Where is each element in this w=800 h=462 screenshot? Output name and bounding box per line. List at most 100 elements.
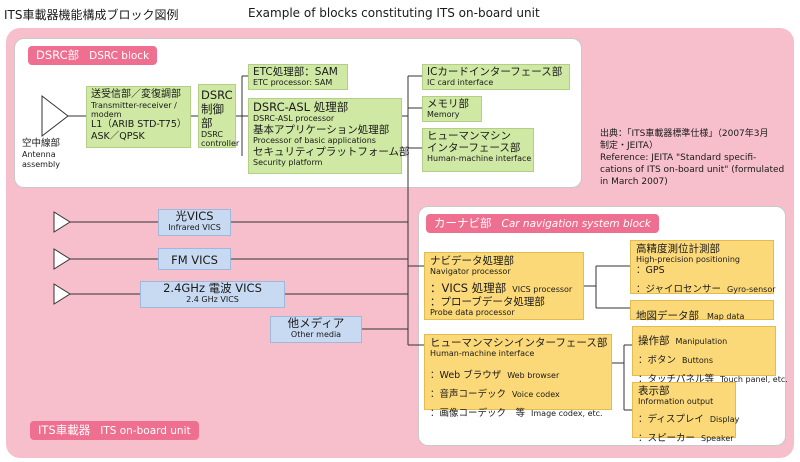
highprec-ja: 高精度測位計測部 [636, 243, 720, 255]
ic-en: IC card interface [427, 78, 494, 87]
high-precision-positioning-box: 高精度測位計測部 High-precision positioning ：GPS… [630, 240, 776, 295]
infrared-vics-ja: 光VICS [175, 209, 214, 223]
source-note-line-4: cations of ITS on-board unit" (formulate… [600, 165, 785, 175]
source-note-line-3: Reference: JEITA "Standard specifi- [600, 153, 757, 163]
etc-en: ETC processor: SAM [253, 78, 333, 87]
gyro-en: Gyro-sensor [727, 285, 776, 294]
nav-hmi-en: Human-machine interface [430, 349, 535, 358]
nav-tag-en: Car navigation system block [501, 218, 651, 230]
other-media-ja: 他メディア [287, 316, 345, 330]
source-note-line-1: 出典：「ITS車載器標準仕様」（2007年3月 [600, 129, 769, 139]
infrared-vics-antenna-icon [53, 211, 158, 233]
web-en: Web browser [507, 371, 560, 380]
dsrc-controller-box: DSRC 制御部 DSRC controller [198, 84, 240, 148]
asl-ja: DSRC-ASL 処理部 [253, 100, 349, 114]
fm-vics-label: FM VICS [171, 253, 218, 267]
disp-ja: 表示部 [638, 385, 670, 397]
controller-ja: DSRC 制御部 [201, 88, 233, 130]
probe-ja: ：プローブデータ処理部 [430, 296, 545, 308]
basic-app-en: Processor of basic applications [253, 136, 376, 145]
fm-vics-antenna-icon [53, 248, 158, 270]
ghz-vics-ja: 2.4GHz 電波 VICS [163, 281, 262, 295]
memory-box: メモリ部 Memory [422, 96, 482, 122]
modulation: ASK／QPSK [91, 131, 145, 142]
other-media-box: 他メディア Other media [270, 316, 362, 343]
dsrc-antenna-icon [41, 94, 86, 138]
dsrc-tag-en: DSRC block [89, 50, 150, 62]
controller-en: DSRC controller [201, 130, 240, 148]
etc-ja: ETC処理部：SAM [253, 66, 338, 78]
transmitter-ja: 送受信部／変復調部 [91, 89, 181, 100]
disp-en: Information output [638, 397, 714, 406]
antenna-label: 空中線部 Antenna assembly [22, 138, 76, 170]
other-media-en: Other media [290, 330, 342, 339]
transmitter-receiver-box: 送受信部／変復調部 Transmitter-receiver / modem L… [86, 86, 191, 148]
car-navigation-block-tag: カーナビ部 Car navigation system block [426, 214, 659, 233]
transmitter-en: Transmitter-receiver / modem [91, 101, 177, 119]
manipulation-box: 操作部 Manipulation ：ボタン Buttons ：タッチパネル等 Touc… [632, 326, 788, 385]
memory-ja: メモリ部 [427, 98, 469, 110]
highprec-en: High-precision positioning [636, 255, 740, 264]
navigator-processor-box: ナビデータ処理部 Navigator processor ：VICS 処理部 VI… [424, 252, 584, 320]
its-tag-en: ITS on-board unit [100, 425, 191, 437]
display-en: Display [709, 415, 740, 424]
ic-card-interface-box: ICカードインターフェース部 IC card interface [422, 64, 570, 90]
l1-standard: L1（ARIB STD-T75） [91, 119, 187, 130]
title-en: Example of blocks constituting ITS on-bo… [248, 6, 540, 20]
asl-en: DSRC-ASL processor [253, 114, 335, 123]
ghz-vics-en: 2.4 GHz VICS [186, 295, 239, 304]
basic-app-ja: 基本アプリケーション処理部 [253, 124, 390, 136]
fm-vics-box: FM VICS [158, 248, 231, 270]
speaker-ja: ：スピーカー [638, 433, 696, 444]
ghz-vics-antenna-icon [53, 283, 140, 305]
ghz-vics-box: 2.4GHz 電波 VICS 2.4 GHz VICS [140, 281, 285, 308]
dsrc-hmi-ja-1: ヒューマンマシン [427, 130, 511, 142]
ic-ja: ICカードインターフェース部 [427, 66, 563, 78]
infrared-vics-en: Infrared VICS [168, 223, 221, 232]
display-ja: ：ディスプレイ [638, 414, 704, 425]
vicsproc-en: VICS processor [512, 285, 573, 294]
touch-ja: ：タッチパネル等 [638, 374, 715, 385]
dsrc-asl-box: DSRC-ASL 処理部 DSRC-ASL processor 基本アプリケーシ… [248, 98, 410, 174]
nav-hmi-box: ヒューマンマシンインターフェース部 Human-machine interfac… [424, 334, 612, 419]
dsrc-hmi-en: Human-machine interface [427, 154, 532, 163]
source-note-line-5: in March 2007) [600, 177, 668, 187]
vicsproc-ja: ：VICS 処理部 [430, 281, 507, 295]
button-ja: ：ボタン [638, 355, 677, 366]
information-output-box: 表示部 Information output ：ディスプレイ Display ：ス… [632, 382, 739, 444]
security-ja: セキュリティプラットフォーム部 [253, 146, 410, 158]
button-en: Buttons [682, 356, 713, 365]
navproc-en: Navigator processor [430, 267, 511, 276]
infrared-vics-box: 光VICS Infrared VICS [158, 209, 231, 236]
dsrc-block-tag: DSRC部 DSRC block [28, 46, 158, 65]
antenna-ja: 空中線部 [22, 138, 61, 149]
voice-ja: ：音声コーデック [430, 389, 507, 400]
map-data-box: 地図データ部 Map data [630, 300, 774, 322]
its-onboard-unit-tag: ITS車載器 ITS on-board unit [30, 421, 199, 440]
security-en: Security platform [253, 158, 323, 167]
touch-en: Touch panel, etc. [720, 375, 788, 384]
its-tag-ja: ITS車載器 [38, 423, 91, 437]
nav-hmi-ja: ヒューマンマシンインターフェース部 [430, 337, 608, 349]
speaker-en: Speaker [701, 434, 734, 443]
web-ja: ：Web ブラウザ [430, 370, 502, 381]
probe-en: Probe data processor [430, 308, 515, 317]
op-en: Manipulation [675, 337, 728, 346]
dsrc-tag-ja: DSRC部 [36, 48, 80, 62]
etc-processor-box: ETC処理部：SAM ETC processor: SAM [248, 64, 348, 90]
nav-tag-ja: カーナビ部 [434, 216, 492, 230]
source-note-line-2: 制定・JEITA） [600, 141, 658, 151]
op-ja: 操作部 [638, 335, 670, 347]
image-ja: ：画像コーデック 等 [430, 408, 526, 419]
map-en: Map data [707, 312, 745, 321]
gps-label: ：GPS [636, 265, 665, 276]
navproc-ja: ナビデータ処理部 [430, 255, 514, 267]
title-ja: ITS車載器機能構成ブロック図例 [4, 8, 179, 22]
dsrc-hmi-ja-2: インターフェース部 [427, 142, 521, 154]
dsrc-hmi-box: ヒューマンマシン インターフェース部 Human-machine interfa… [422, 128, 534, 172]
source-note: 出典：「ITS車載器標準仕様」（2007年3月 制定・JEITA） Refere… [600, 128, 788, 188]
map-ja: 地図データ部 [636, 310, 699, 322]
voice-en: Voice codex [512, 390, 560, 399]
image-en: Image codex, etc. [531, 409, 603, 418]
